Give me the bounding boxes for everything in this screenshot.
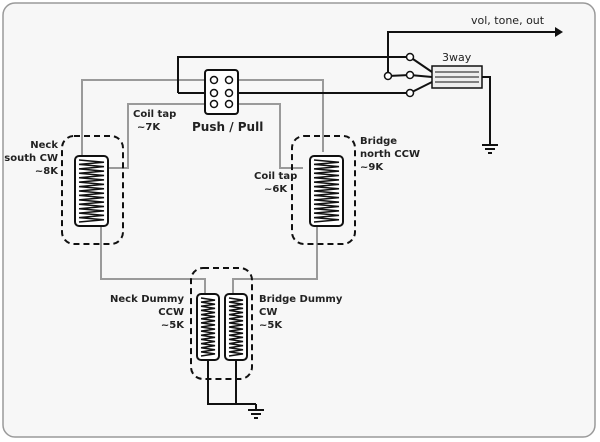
bridge-dummy-coil bbox=[224, 293, 248, 361]
switch-label: 3way bbox=[442, 51, 472, 64]
ground-icon bbox=[248, 404, 264, 419]
dummy-pickup-outline bbox=[190, 267, 253, 380]
frame-border bbox=[2, 2, 596, 438]
neck-label-sub: south CW bbox=[4, 153, 58, 164]
bridge-dummy-name: Bridge Dummy bbox=[259, 294, 343, 305]
bridge-dummy-sub: CW bbox=[259, 307, 277, 318]
neck-coil bbox=[74, 155, 109, 227]
push-pull-switch bbox=[204, 69, 239, 115]
bridge-coil bbox=[309, 155, 344, 227]
neck-dummy-sub: CCW bbox=[158, 307, 184, 318]
bridge-dummy-val: ~5K bbox=[259, 320, 283, 331]
neck-tap-label: Coil tap bbox=[133, 109, 176, 120]
coils bbox=[74, 155, 344, 361]
three-way-switch bbox=[431, 65, 483, 89]
output-arrow-icon bbox=[555, 27, 563, 37]
ground-icon bbox=[482, 144, 498, 154]
bridge-tap-label: Coil tap bbox=[254, 171, 297, 182]
bridge-pickup-outline bbox=[291, 135, 356, 245]
neck-dummy-coil bbox=[196, 293, 220, 361]
bridge-label-val: ~9K bbox=[360, 162, 384, 173]
bridge-tap-val: ~6K bbox=[264, 184, 288, 195]
switch-contacts bbox=[383, 52, 415, 98]
neck-label-name: Neck bbox=[30, 140, 58, 151]
push-pull-label: Push / Pull bbox=[192, 120, 263, 134]
neck-dummy-val: ~5K bbox=[161, 320, 185, 331]
neck-tap-val: ~7K bbox=[137, 122, 161, 133]
bridge-label-name: Bridge bbox=[360, 136, 397, 147]
output-label: vol, tone, out bbox=[471, 14, 545, 27]
neck-dummy-name: Neck Dummy bbox=[110, 294, 184, 305]
black-wires bbox=[177, 31, 555, 405]
neck-label-val: ~8K bbox=[35, 166, 59, 177]
bridge-label-sub: north CCW bbox=[360, 149, 420, 160]
